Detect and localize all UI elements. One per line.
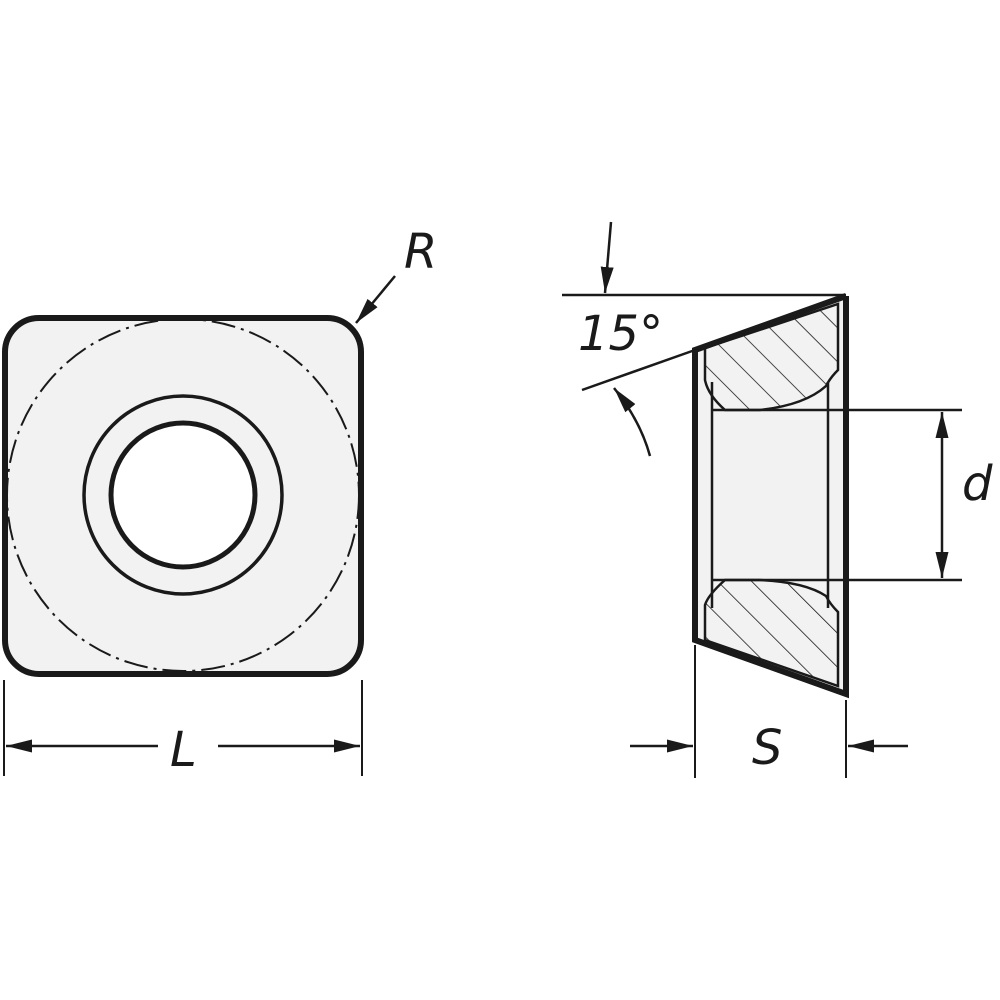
front-view bbox=[2, 315, 364, 677]
insert-side-outline bbox=[692, 293, 849, 699]
thickness-label: S bbox=[752, 720, 782, 776]
angle-dimension: 15° bbox=[562, 221, 846, 457]
thickness-dimension: S bbox=[630, 645, 908, 778]
angle-arrow-top bbox=[600, 221, 614, 294]
radius-label: R bbox=[404, 224, 437, 280]
length-label: L bbox=[170, 722, 197, 778]
side-view bbox=[692, 293, 849, 699]
angle-arrow-bottom bbox=[613, 387, 652, 457]
angle-extension-line bbox=[581, 348, 696, 392]
length-dimension: L bbox=[3, 680, 363, 778]
center-hole bbox=[108, 420, 258, 570]
countersink-circle bbox=[82, 394, 284, 596]
inscribed-circle bbox=[6, 318, 360, 672]
angle-label: 15° bbox=[578, 306, 663, 362]
radius-dimension: R bbox=[355, 224, 437, 324]
diameter-label: d bbox=[962, 456, 993, 512]
diameter-dimension: d bbox=[712, 408, 993, 582]
radius-leader-arrow bbox=[355, 275, 396, 324]
